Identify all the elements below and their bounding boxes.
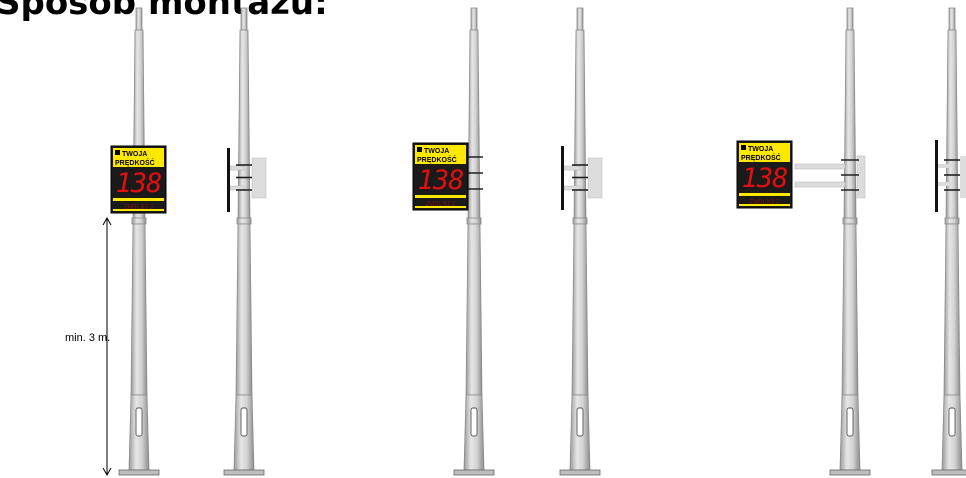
sign-edge-profile bbox=[935, 140, 938, 212]
pole-clamps bbox=[572, 164, 588, 191]
mount-arm-upper bbox=[229, 165, 245, 171]
sign-footer-text: ZWOLNIJ bbox=[750, 199, 779, 207]
pole-base-plate bbox=[559, 469, 601, 476]
lamp-pole bbox=[453, 7, 495, 476]
mount-arm-lower bbox=[938, 182, 952, 186]
sign-footer-text: ZWOLNIJ bbox=[426, 201, 455, 209]
pole-clamps bbox=[841, 159, 859, 191]
pole-top-spire bbox=[135, 7, 143, 31]
sign-footer-stripe bbox=[113, 198, 164, 201]
pole-top-spire bbox=[846, 7, 854, 31]
pole-collar bbox=[944, 217, 960, 225]
pole-access-door bbox=[135, 407, 143, 437]
bracket-arm-upper bbox=[794, 163, 846, 170]
pole-top-spire bbox=[470, 7, 478, 31]
sign-header-line2: PRĘDKOŚĆ bbox=[417, 155, 457, 164]
mount-arm-upper bbox=[563, 165, 581, 171]
pole-base-plate bbox=[453, 469, 495, 476]
sign-footer-text: ZWOLNIJ bbox=[124, 204, 153, 212]
mount-plate bbox=[251, 157, 267, 199]
pole-base-plate bbox=[223, 469, 265, 476]
side-profile-mount bbox=[935, 140, 966, 212]
pole-clamps bbox=[944, 159, 960, 191]
pole-collar bbox=[466, 217, 482, 225]
sign-square-icon bbox=[741, 145, 746, 150]
sign-header-line2: PRĘDKOŚĆ bbox=[115, 158, 155, 167]
sign-edge-profile bbox=[561, 146, 564, 210]
pole-upper-shaft bbox=[237, 29, 251, 221]
pole-collar bbox=[572, 217, 588, 225]
height-dimension: min. 3 m. bbox=[65, 216, 112, 477]
side-profile-mount bbox=[227, 148, 267, 212]
sign-footer-stripe bbox=[415, 195, 466, 198]
sign-bottom-stripe bbox=[739, 204, 790, 206]
dimension-arrow-bottom bbox=[102, 467, 112, 477]
long-bracket bbox=[794, 155, 866, 199]
sign-header-panel bbox=[739, 143, 790, 162]
sign-bottom-stripe bbox=[113, 209, 164, 211]
lamp-pole bbox=[931, 7, 966, 476]
pole-upper-shaft bbox=[843, 29, 857, 221]
sign-bottom-stripe bbox=[415, 206, 466, 208]
lamp-pole bbox=[559, 7, 601, 476]
pole-middle-shaft bbox=[571, 223, 589, 396]
lamp-pole bbox=[829, 7, 871, 476]
pole-middle-shaft bbox=[235, 223, 253, 396]
pole-upper-shaft bbox=[945, 29, 959, 221]
dimension-arrow-top bbox=[102, 216, 112, 226]
sign-speed-digits: 138 bbox=[742, 163, 788, 194]
pole-middle-shaft bbox=[130, 223, 148, 396]
pole-collar bbox=[131, 217, 147, 225]
bracket-back-plate bbox=[856, 155, 866, 199]
pole-upper-shaft bbox=[573, 29, 587, 221]
mount-plate bbox=[960, 156, 966, 198]
sign-square-icon bbox=[417, 147, 422, 152]
sign-header-panel bbox=[415, 145, 466, 164]
mount-plate bbox=[587, 157, 603, 199]
sign-header-line1: TWOJA bbox=[424, 148, 449, 155]
sign-square-icon bbox=[115, 150, 120, 155]
sign-speed-digits: 138 bbox=[116, 168, 162, 199]
lamp-pole bbox=[118, 7, 160, 476]
sign-edge-profile bbox=[227, 148, 230, 212]
pole-collar bbox=[236, 217, 252, 225]
sign-header-line2: PRĘDKOŚĆ bbox=[741, 153, 781, 162]
lamp-pole bbox=[223, 7, 265, 476]
pole-middle-shaft bbox=[943, 223, 961, 396]
mount-arm-upper bbox=[938, 164, 952, 168]
pole-access-door bbox=[240, 407, 248, 437]
sign-footer-stripe bbox=[739, 193, 790, 196]
pole-middle-shaft bbox=[841, 223, 859, 396]
bracket-arm-lower bbox=[794, 181, 846, 188]
sign-header-panel bbox=[113, 148, 164, 167]
dimension-label: min. 3 m. bbox=[65, 332, 110, 344]
pole-upper-shaft bbox=[467, 29, 481, 221]
sign-header-line1: TWOJA bbox=[748, 146, 773, 153]
pole-top-spire bbox=[576, 7, 584, 31]
pole-base-plate bbox=[931, 469, 966, 476]
sign-speed-digits: 138 bbox=[418, 165, 464, 196]
pole-access-door bbox=[846, 407, 854, 437]
pole-access-door bbox=[948, 407, 956, 437]
sign-header-line1: TWOJA bbox=[122, 151, 147, 158]
pole-access-door bbox=[576, 407, 584, 437]
pole-access-door bbox=[470, 407, 478, 437]
pole-top-spire bbox=[240, 7, 248, 31]
pole-collar bbox=[842, 217, 858, 225]
pole-base-plate bbox=[829, 469, 871, 476]
pole-base-plate bbox=[118, 469, 160, 476]
pole-top-spire bbox=[948, 7, 956, 31]
pole-clamps bbox=[236, 164, 252, 191]
pole-middle-shaft bbox=[465, 223, 483, 396]
